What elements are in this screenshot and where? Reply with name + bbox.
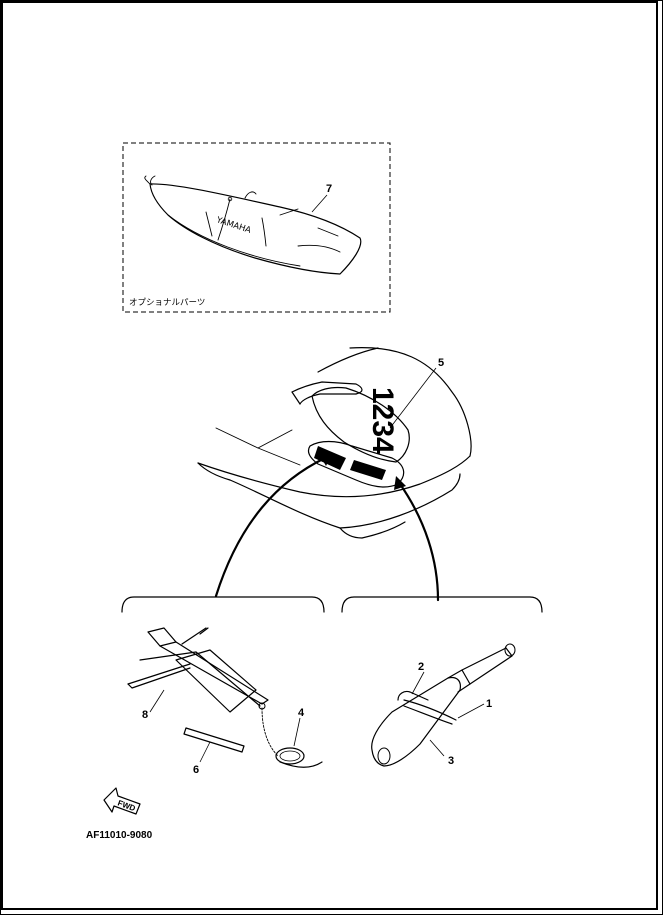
cover-brand-text: YAMAHA xyxy=(214,215,252,236)
fire-extinguisher-bracket xyxy=(341,596,543,613)
optional-parts-label: オプショナルパーツ xyxy=(129,298,205,308)
optional-parts-box: オプショナルパーツ xyxy=(122,142,391,313)
fire-extinguisher-part-3 xyxy=(371,643,516,767)
fwd-arrow-icon: FWD xyxy=(103,787,141,815)
registration-number: 1234 xyxy=(366,387,399,454)
callout-5: 5 xyxy=(438,357,444,369)
figure-code: AF11010-9080 xyxy=(86,830,153,841)
anchor-rope-part-4 xyxy=(261,707,323,768)
anchor-part-8 xyxy=(127,627,269,713)
callout-1: 1 xyxy=(486,698,492,710)
holder-band-part-1 xyxy=(403,699,485,725)
strap-part-6 xyxy=(183,727,245,763)
bracket-part-2 xyxy=(397,671,429,701)
callout-8: 8 xyxy=(142,709,148,721)
callout-2: 2 xyxy=(418,661,424,673)
callout-6: 6 xyxy=(193,764,199,776)
callout-3: 3 xyxy=(448,755,454,767)
callout-4: 4 xyxy=(298,707,305,719)
anchor-kit-bracket xyxy=(121,596,325,613)
callout-7: 7 xyxy=(326,183,332,195)
hull-deck-drawing: 1234 xyxy=(197,347,472,602)
